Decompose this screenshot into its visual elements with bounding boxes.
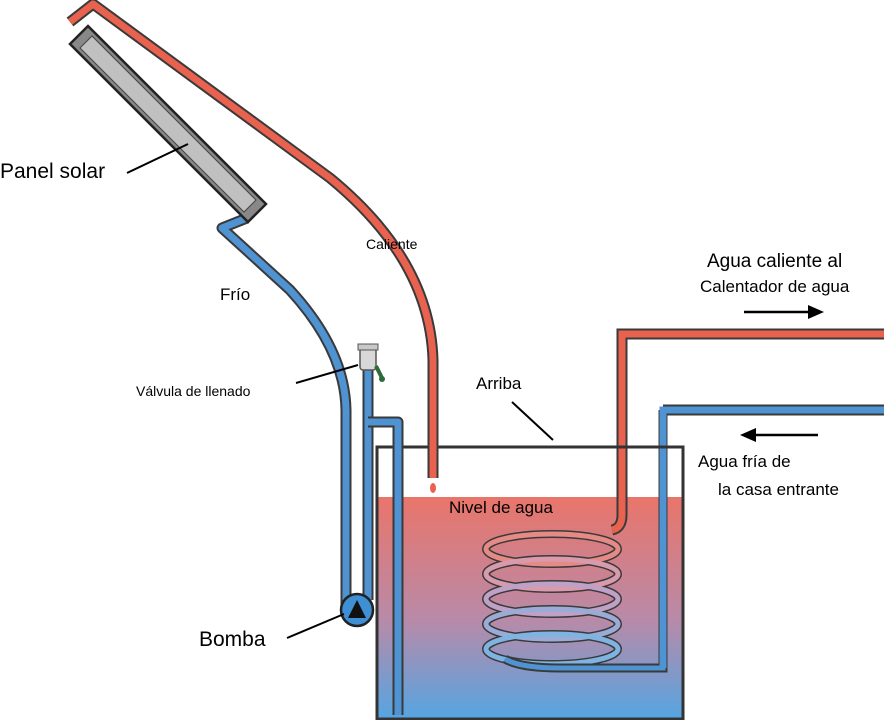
solar-panel xyxy=(68,24,268,224)
label-bomba: Bomba xyxy=(199,628,266,651)
label-nivel-agua: Nivel de agua xyxy=(449,498,553,517)
pump-icon xyxy=(339,592,375,628)
label-agua-caliente-2: Calentador de agua xyxy=(700,277,850,296)
hot-water-out-pipe xyxy=(610,328,884,536)
label-agua-caliente-1: Agua caliente al xyxy=(707,251,843,272)
label-valvula-llenado: Válvula de llenado xyxy=(136,383,251,399)
hot-collector-pipe xyxy=(66,0,439,478)
hot-out-arrow-icon xyxy=(744,305,824,319)
cold-in-arrow-icon xyxy=(740,428,818,442)
hot-water-drip xyxy=(430,483,436,493)
fill-valve-icon xyxy=(357,343,385,382)
cold-water-in-pipe xyxy=(659,404,884,668)
label-agua-fria-1: Agua fría de xyxy=(698,452,791,471)
heat-exchanger-coil xyxy=(482,410,668,673)
leader-lines xyxy=(126,143,554,639)
cold-collector-pipe xyxy=(216,212,352,608)
label-arriba: Arriba xyxy=(476,374,522,393)
label-frio: Frío xyxy=(220,285,251,304)
label-panel-solar: Panel solar xyxy=(0,160,106,183)
pump-return-pipe xyxy=(362,362,404,715)
tank xyxy=(375,445,685,720)
label-caliente: Caliente xyxy=(366,236,418,252)
label-agua-fria-2: la casa entrante xyxy=(718,480,839,499)
